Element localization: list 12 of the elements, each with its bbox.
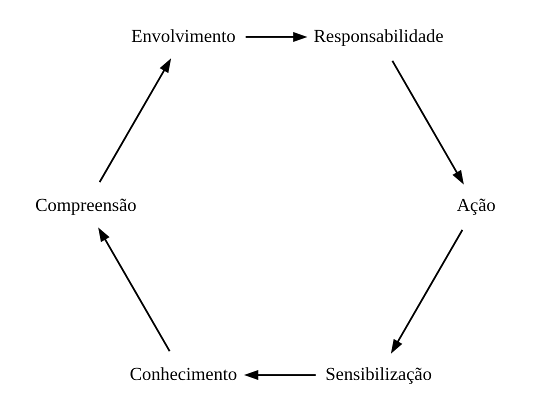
arrow — [245, 32, 307, 42]
node-text: Envolvimento — [130, 26, 236, 46]
node-text: Conhecimento — [129, 364, 237, 384]
node-text: Responsabilidade — [313, 26, 444, 46]
node-text: Sensibilização — [324, 364, 432, 384]
arrow — [98, 227, 170, 352]
node-text: Compreensão — [34, 194, 136, 215]
node-text: Ação — [456, 194, 496, 215]
arrow — [98, 58, 171, 183]
arrow — [390, 229, 463, 354]
arrow — [391, 60, 464, 185]
arrow — [244, 370, 316, 380]
